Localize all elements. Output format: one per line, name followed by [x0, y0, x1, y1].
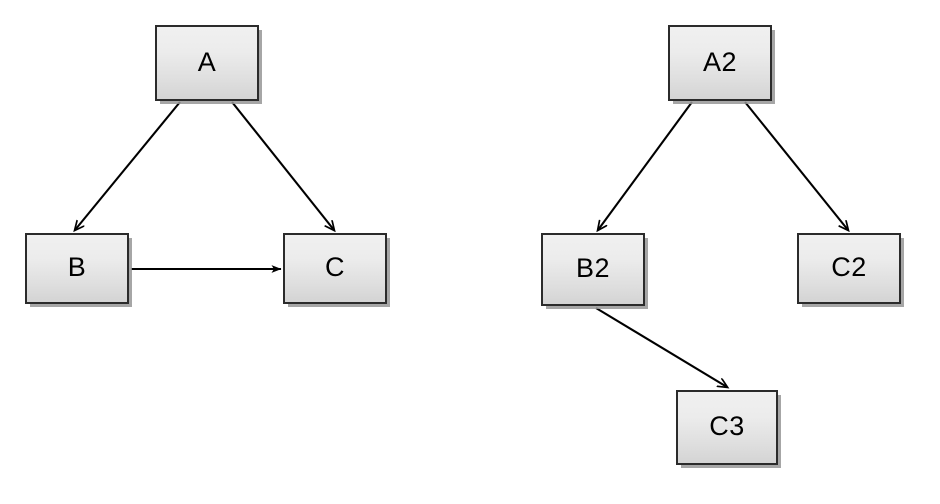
node-c2[interactable]: C2 — [797, 233, 901, 304]
node-label: C — [325, 252, 345, 282]
node-c3[interactable]: C3 — [676, 390, 778, 465]
node-label: A2 — [702, 46, 738, 77]
node-a[interactable]: A — [155, 25, 259, 101]
edge-b2-to-c3 — [595, 307, 727, 387]
edge-a-to-b — [75, 101, 181, 230]
node-label: B2 — [575, 253, 611, 283]
edge-a2-to-c2 — [744, 101, 848, 230]
node-label: B — [67, 252, 87, 282]
node-label: A — [197, 46, 217, 77]
node-b[interactable]: B — [25, 233, 129, 304]
node-a2[interactable]: A2 — [668, 25, 772, 101]
edge-a2-to-b2 — [598, 101, 693, 230]
node-label: C3 — [709, 411, 745, 441]
edge-a-to-c — [231, 101, 334, 230]
node-b2[interactable]: B2 — [541, 233, 645, 306]
edges-group — [75, 101, 848, 387]
node-c[interactable]: C — [283, 233, 387, 304]
node-label: C2 — [831, 252, 867, 282]
